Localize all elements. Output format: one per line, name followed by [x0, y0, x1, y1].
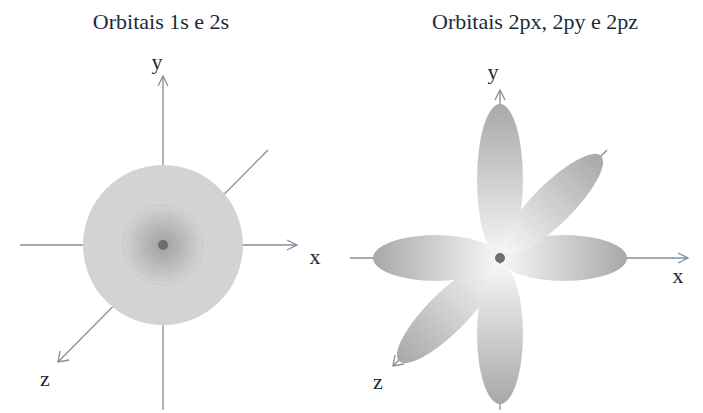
heading: Orbitais 2px, 2py e 2pz — [432, 11, 638, 33]
s-orbital-sphere — [83, 165, 243, 325]
axis-label: z — [40, 368, 50, 390]
axis-label: z — [373, 371, 383, 393]
axis-label: x — [673, 265, 684, 287]
p-orbital-lobes — [373, 104, 627, 404]
axes-right — [350, 90, 688, 410]
axis-label: x — [310, 246, 321, 268]
axes-left — [20, 76, 297, 410]
axis-label: y — [152, 51, 163, 73]
axis-label: y — [488, 61, 499, 83]
heading: Orbitais 1s e 2s — [93, 11, 229, 33]
